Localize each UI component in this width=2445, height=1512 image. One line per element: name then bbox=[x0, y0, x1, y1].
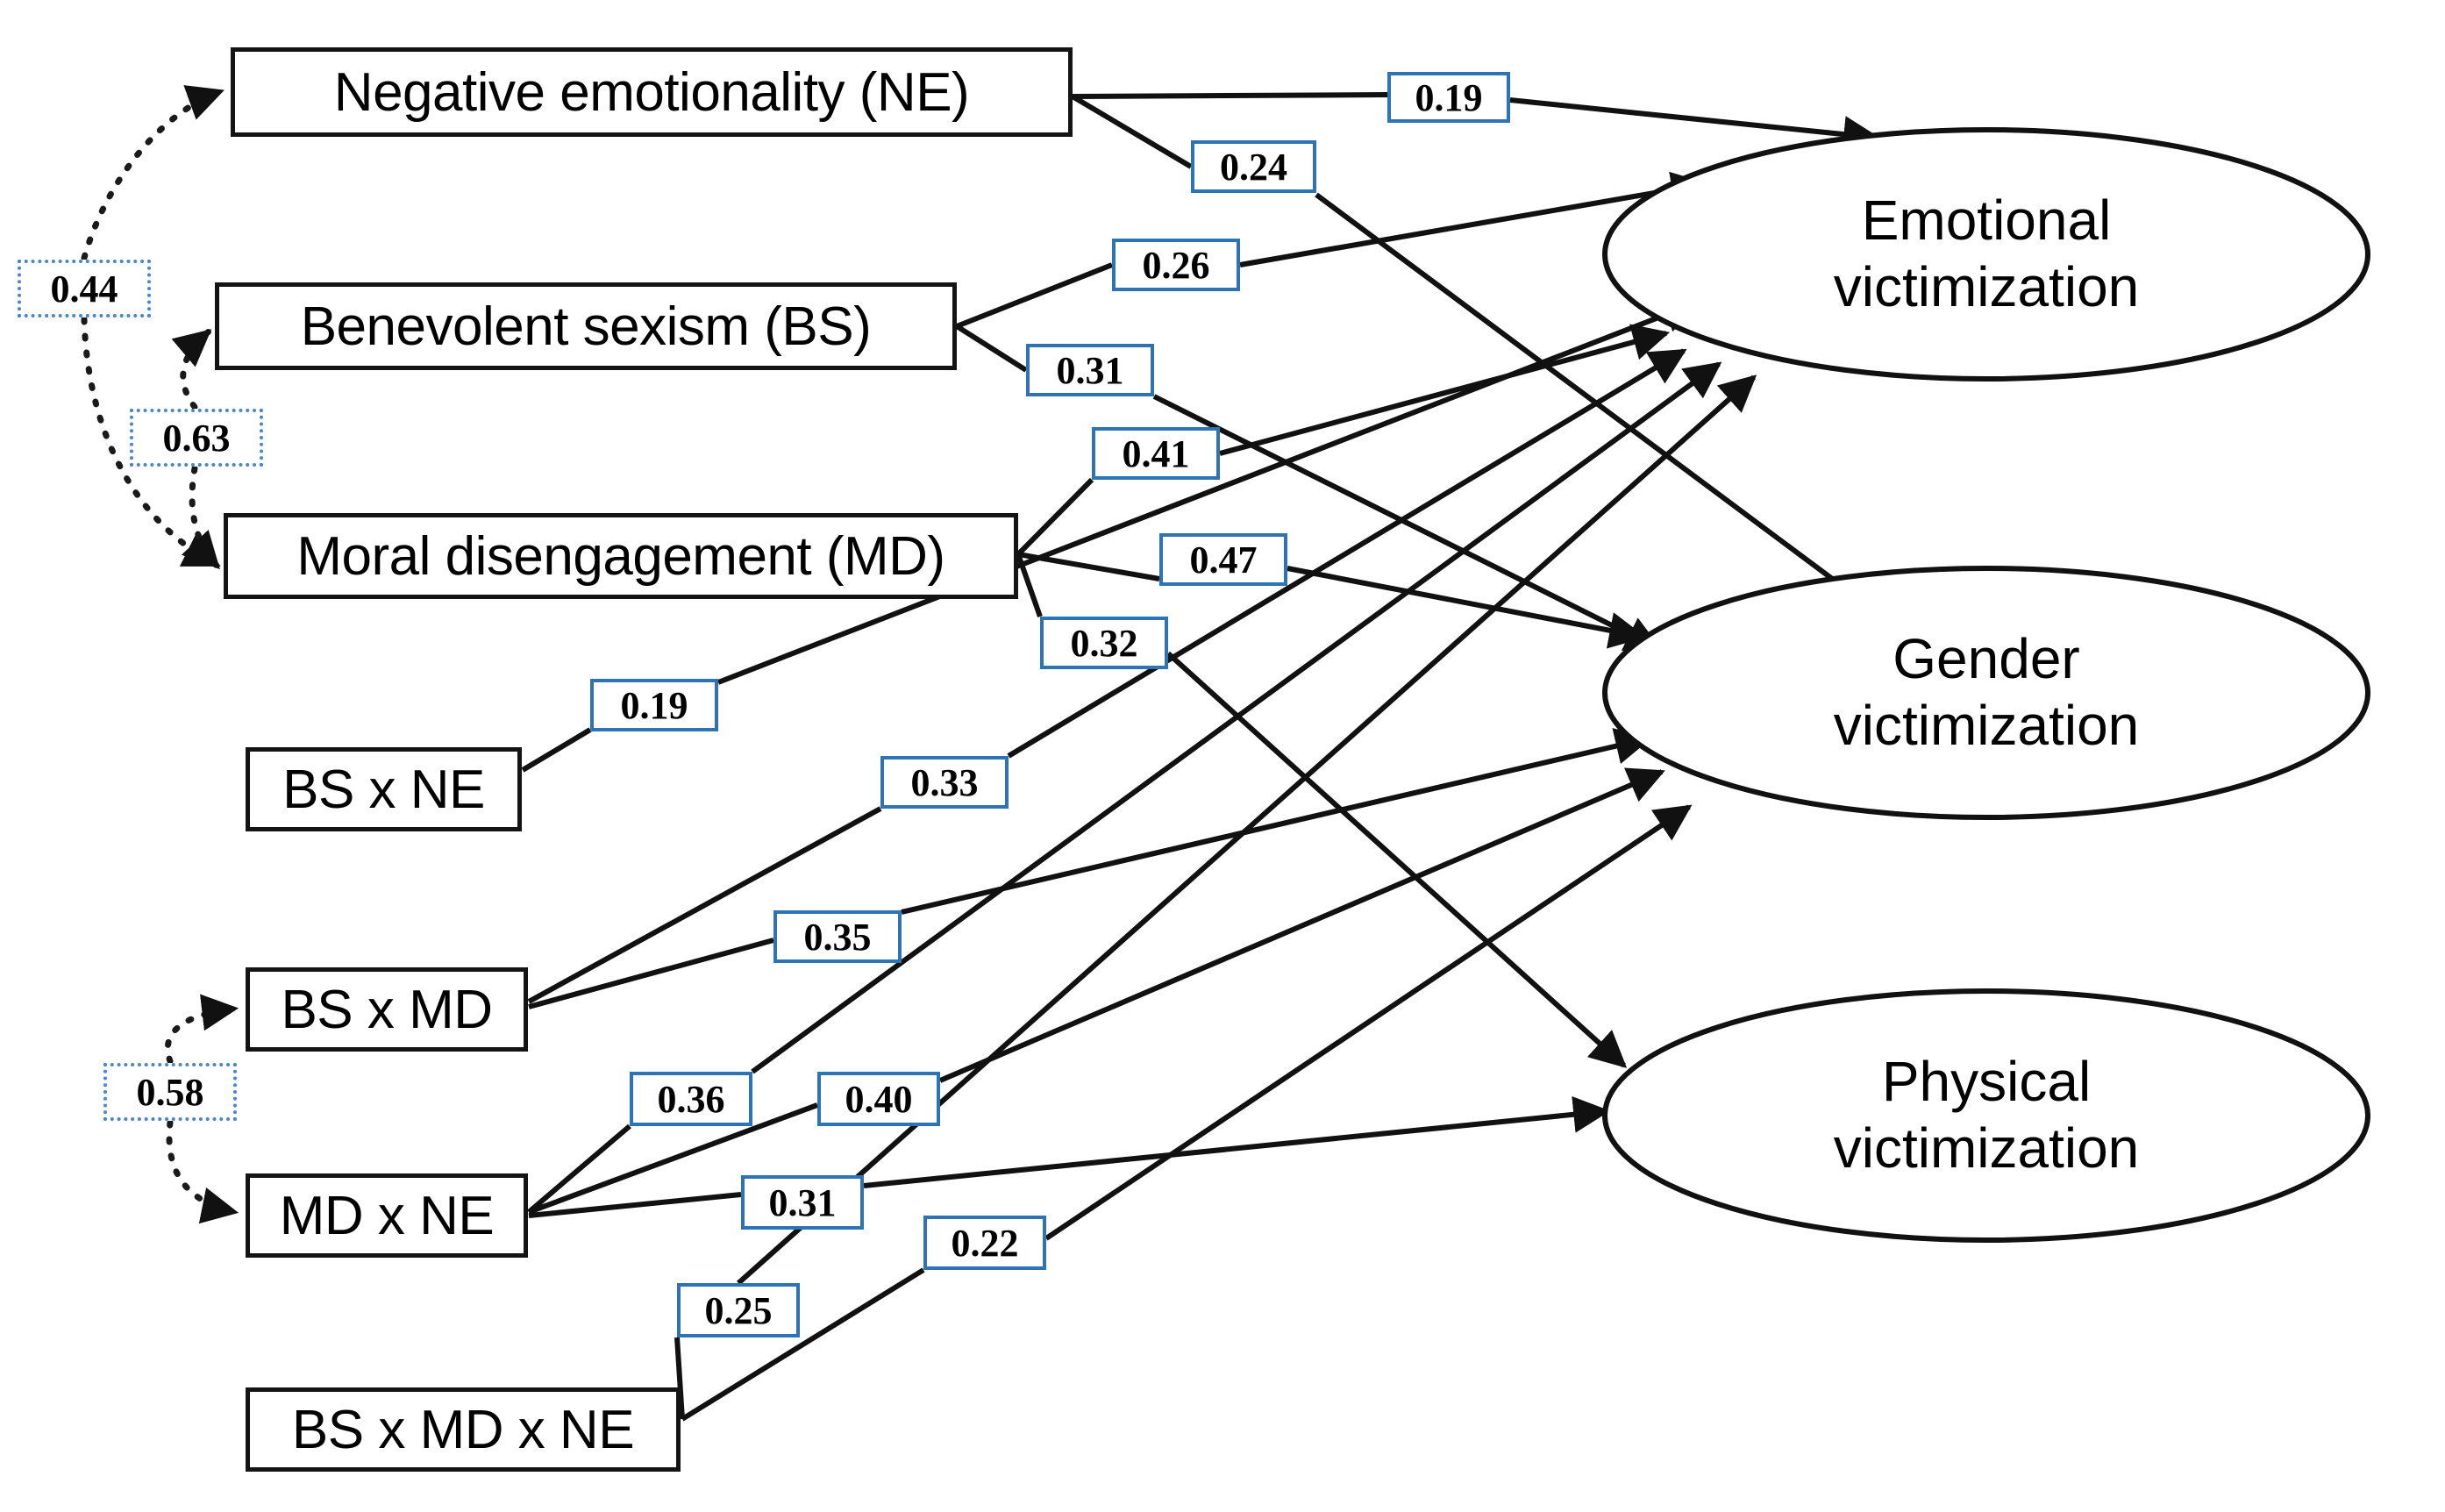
coefficient-value: 0.22 bbox=[951, 1221, 1019, 1265]
predictor-label-ne: Negative emotionality (NE) bbox=[333, 61, 970, 123]
coefficient-value: 0.26 bbox=[1142, 243, 1210, 287]
coefficient-value: 0.31 bbox=[1056, 348, 1124, 392]
ellipse-physical-victimization bbox=[1602, 988, 2370, 1243]
coefficient-md-gv[interactable]: 0.47 bbox=[1159, 533, 1287, 586]
path-md-ev-seg2 bbox=[1219, 324, 1671, 456]
path-mdxne-ev-seg2 bbox=[751, 361, 1722, 1074]
outcome-ellipses bbox=[1602, 127, 2370, 1243]
path-ne-gv-seg1 bbox=[1071, 94, 1193, 169]
path-bsxne-ev-seg2 bbox=[716, 297, 1700, 685]
coefficient-value: 0.47 bbox=[1189, 538, 1258, 581]
corr-bs-md-upper bbox=[171, 328, 212, 410]
coefficient-value: 0.24 bbox=[1220, 145, 1287, 189]
correlation-curves bbox=[81, 85, 239, 1224]
path-bsxmdxne-ev-seg1 bbox=[674, 1337, 685, 1420]
path-mdxne-gv-seg1 bbox=[527, 1102, 819, 1215]
path-bsxmdxne-gv-seg2 bbox=[1044, 804, 1693, 1241]
corr-bs-md-lower bbox=[181, 465, 221, 570]
coefficient-value: 0.35 bbox=[803, 915, 872, 959]
predictor-box-ne[interactable]: Negative emotionality (NE) bbox=[231, 47, 1073, 137]
path-bsxmd-ev-seg2 bbox=[1007, 348, 1687, 759]
coefficient-mdxne-pv[interactable]: 0.31 bbox=[741, 1175, 864, 1230]
corr-bsxmd-mdxne-upper bbox=[164, 994, 239, 1065]
path-bs-gv-seg1 bbox=[955, 324, 1028, 373]
predictor-box-md[interactable]: Moral disengagement (MD) bbox=[224, 513, 1018, 599]
path-md-gv-seg2 bbox=[1287, 566, 1647, 649]
predictor-label-bsxmd: BS x MD bbox=[281, 979, 493, 1040]
coefficient-bsxmdxne-ev[interactable]: 0.25 bbox=[677, 1283, 800, 1337]
correlation-bs-md[interactable]: 0.63 bbox=[130, 409, 263, 467]
path-bs-gv-seg2 bbox=[1152, 394, 1663, 652]
predictor-box-bsxne[interactable]: BS x NE bbox=[246, 747, 522, 831]
path-bs-ev-seg2 bbox=[1239, 171, 1709, 267]
correlation-value: 0.44 bbox=[50, 267, 118, 310]
predictor-label-md: Moral disengagement (MD) bbox=[296, 525, 945, 587]
path-bsxmdxne-gv-seg1 bbox=[681, 1267, 925, 1422]
path-md-pv-seg2 bbox=[1165, 651, 1628, 1068]
predictor-box-mdxne[interactable]: MD x NE bbox=[246, 1173, 528, 1258]
coefficient-value: 0.32 bbox=[1070, 621, 1138, 665]
path-lines bbox=[521, 92, 1881, 1422]
path-md-ev-seg1 bbox=[1016, 477, 1094, 557]
coefficient-value: 0.41 bbox=[1122, 431, 1190, 475]
predictor-label-bs: Benevolent sexism (BS) bbox=[300, 296, 872, 357]
predictor-box-bsxmdxne[interactable]: BS x MD x NE bbox=[246, 1387, 681, 1472]
path-mdxne-pv-seg1 bbox=[528, 1192, 742, 1218]
path-ne-ev-seg2 bbox=[1509, 97, 1881, 153]
path-bsxmdxne-ev-seg2 bbox=[737, 374, 1757, 1286]
coefficient-value: 0.25 bbox=[704, 1288, 773, 1332]
coefficient-value: 0.19 bbox=[620, 683, 688, 727]
correlation-ne-md[interactable]: 0.44 bbox=[18, 260, 151, 317]
coefficient-ne-ev[interactable]: 0.19 bbox=[1387, 72, 1510, 123]
coefficient-value: 0.36 bbox=[657, 1077, 725, 1121]
ellipse-gender-victimization bbox=[1602, 566, 2370, 820]
path-bsxmd-gv-seg1 bbox=[528, 938, 774, 1009]
coefficient-bsxmd-gv[interactable]: 0.35 bbox=[773, 910, 902, 963]
path-bsxne-ev-seg1 bbox=[521, 727, 592, 773]
predictor-label-mdxne: MD x NE bbox=[279, 1185, 495, 1246]
path-bsxmd-gv-seg2 bbox=[901, 728, 1653, 915]
path-mdxne-ev-seg1 bbox=[527, 1123, 631, 1215]
ellipse-emotional-victimization bbox=[1602, 127, 2370, 382]
correlation-bsxmd-mdxne[interactable]: 0.58 bbox=[103, 1063, 237, 1121]
path-mdxne-gv-seg2 bbox=[938, 767, 1665, 1083]
predictor-box-bsxmd[interactable]: BS x MD bbox=[246, 967, 528, 1052]
path-ne-ev-seg1 bbox=[1072, 92, 1388, 99]
path-mdxne-pv-seg2 bbox=[863, 1095, 1611, 1188]
predictor-box-bs[interactable]: Benevolent sexism (BS) bbox=[215, 282, 957, 370]
predictor-label-bsxne: BS x NE bbox=[282, 759, 485, 820]
path-bsxmd-ev-seg1 bbox=[527, 806, 882, 1004]
corr-bsxmd-mdxne-lower bbox=[166, 1119, 239, 1224]
coefficient-mdxne-ev[interactable]: 0.36 bbox=[630, 1072, 752, 1126]
coefficient-mdxne-gv[interactable]: 0.40 bbox=[817, 1072, 940, 1126]
coefficient-bs-ev[interactable]: 0.26 bbox=[1112, 239, 1240, 291]
path-bs-ev-seg1 bbox=[955, 262, 1114, 329]
coefficient-md-ev[interactable]: 0.41 bbox=[1092, 427, 1220, 480]
coefficient-ne-gv[interactable]: 0.24 bbox=[1191, 140, 1316, 193]
predictor-label-bsxmdxne: BS x MD x NE bbox=[291, 1399, 635, 1460]
coefficient-value: 0.33 bbox=[910, 760, 979, 804]
corr-ne-md-upper bbox=[81, 85, 225, 261]
coefficient-bsxmdxne-gv[interactable]: 0.22 bbox=[923, 1216, 1046, 1270]
correlation-value: 0.63 bbox=[162, 416, 231, 460]
correlation-value: 0.58 bbox=[136, 1070, 204, 1114]
coefficient-value: 0.31 bbox=[768, 1180, 837, 1224]
coefficient-bsxne-ev[interactable]: 0.19 bbox=[590, 679, 718, 731]
coefficient-md-pv[interactable]: 0.32 bbox=[1040, 617, 1168, 669]
coefficient-bsxmd-ev[interactable]: 0.33 bbox=[880, 756, 1009, 809]
coefficient-value: 0.40 bbox=[845, 1077, 913, 1121]
coefficient-bs-gv[interactable]: 0.31 bbox=[1026, 344, 1154, 396]
coefficient-value: 0.19 bbox=[1415, 75, 1483, 119]
